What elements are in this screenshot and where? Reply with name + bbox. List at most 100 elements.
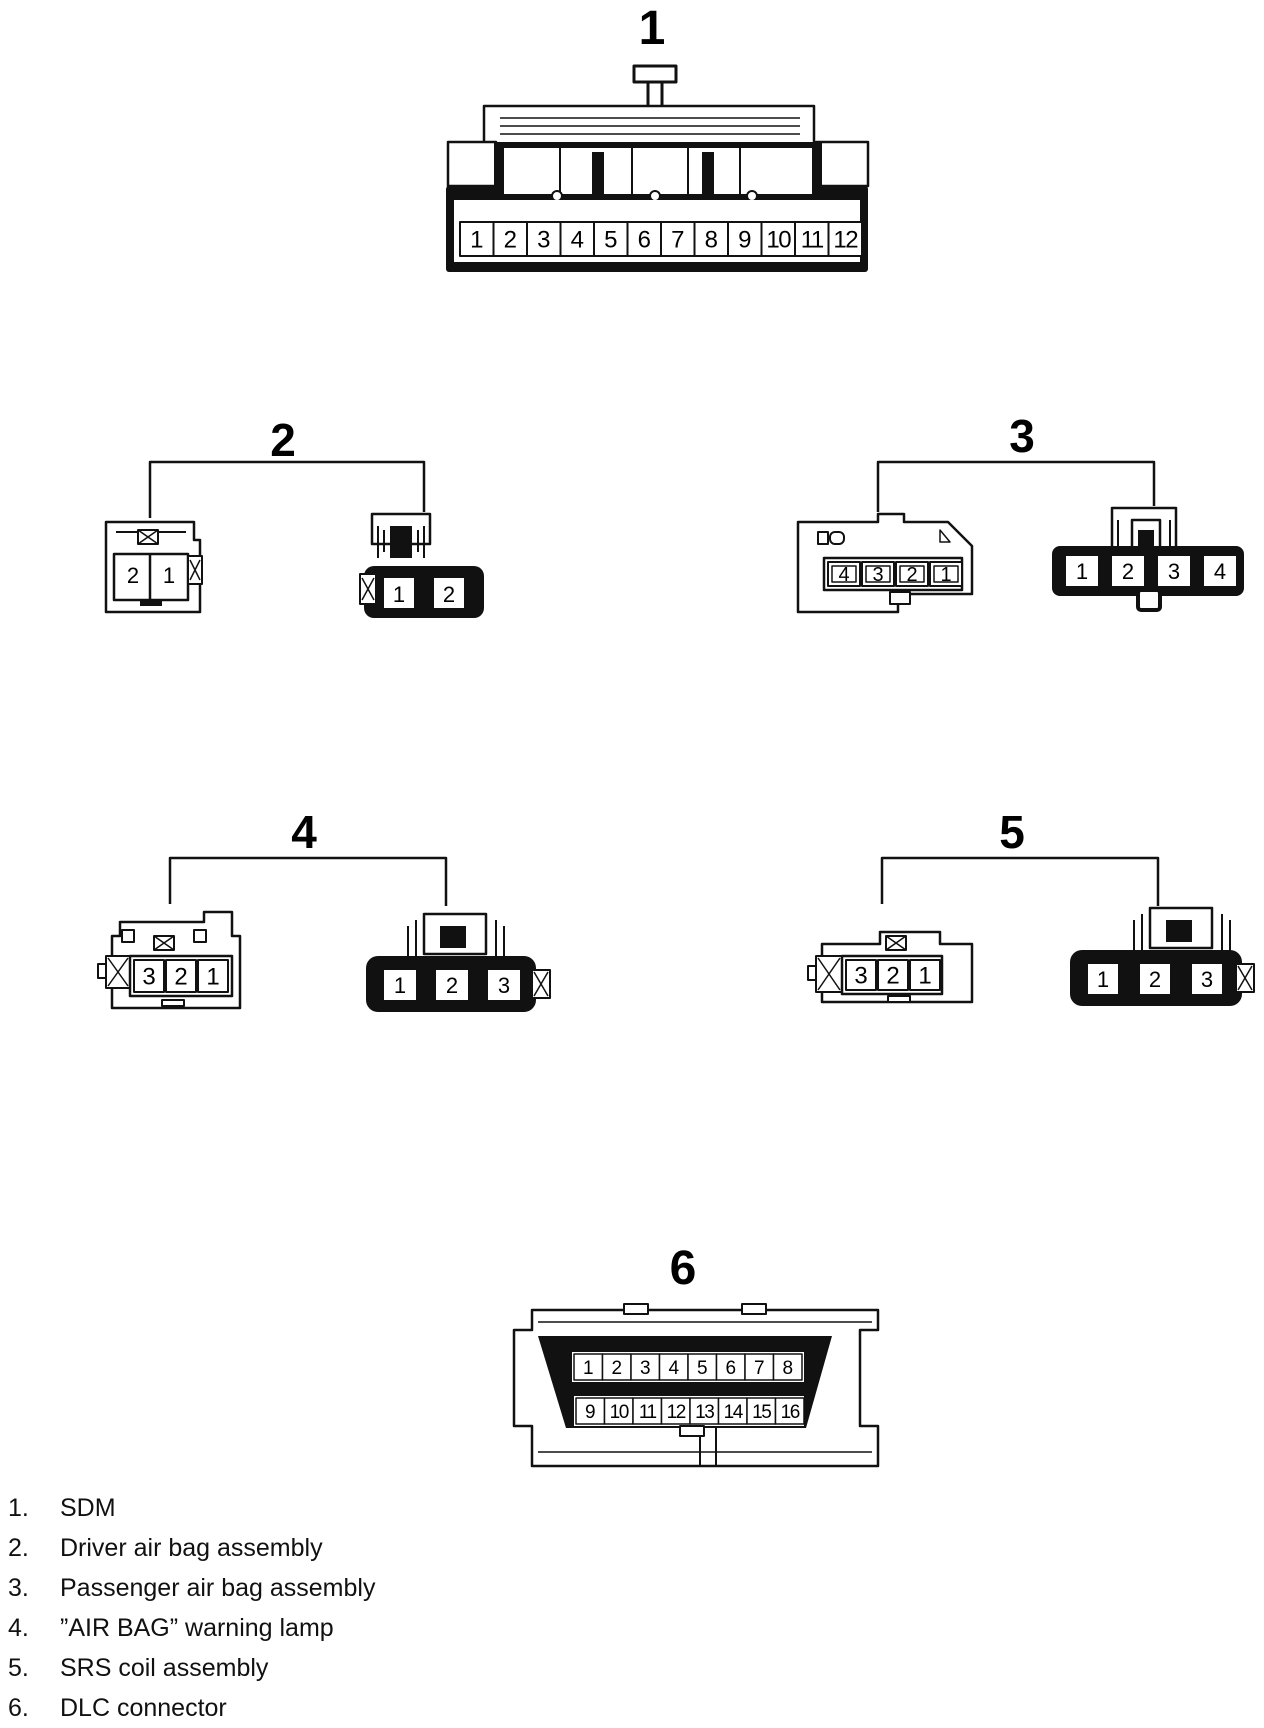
pin-cell [877,959,909,991]
pin-cell [559,221,595,257]
pin-label: 3 [854,963,867,990]
pin-label: 1 [918,963,931,990]
pin-cell [573,1353,604,1381]
inner-cavity [504,148,812,194]
pin-cell [436,970,468,1000]
pin-label: 1 [940,564,951,586]
pin-label: 2 [504,227,517,254]
pin-label: 3 [872,564,883,586]
pin-cell [760,221,796,257]
legend-number: 3. [8,1574,29,1602]
pin-cell [1112,556,1144,586]
lock-tab [632,64,678,84]
pin-label: 12 [833,227,858,254]
legend-text: SRS coil assembly [60,1654,269,1682]
legend-number: 4. [8,1614,29,1642]
legend-number: 5. [8,1654,29,1682]
c2-female-pin: 1 [163,563,175,588]
pin-cell [660,221,696,257]
connector-3-bracket [876,460,1156,512]
pin-cell [459,221,495,257]
pin-label: 10 [610,1402,629,1423]
pin-label: 3 [640,1358,651,1379]
pin-label: 2 [174,964,187,991]
pin-cell [488,970,520,1000]
pin-label: 3 [498,973,510,998]
pin-label: 4 [838,564,849,586]
pin-cell [774,1397,805,1425]
pin-label: 12 [667,1402,686,1423]
legend-text: DLC connector [60,1694,227,1722]
legend-text: Passenger air bag assembly [60,1574,376,1602]
pin-label: 5 [604,227,617,254]
connector-2-bracket [148,460,426,518]
pin-label: 1 [1097,967,1109,992]
pin-label: 7 [671,227,684,254]
pin-label: 4 [1214,559,1226,584]
pin-cell [1204,556,1236,586]
pin-label: 3 [537,227,550,254]
pin-cell [1088,964,1118,994]
c2-male-pin: 1 [393,582,405,607]
connector-4-bracket [168,856,448,906]
connector-2-male: 1 2 [359,512,484,618]
pin-label: 1 [1076,559,1088,584]
pin-cell [601,1353,632,1381]
pin-label: 3 [142,964,155,991]
pin-label: 9 [738,227,751,254]
connector-5-bracket [880,856,1160,906]
pin-cell [717,1397,748,1425]
pin-label: 14 [724,1402,744,1423]
legend-number: 2. [8,1534,29,1562]
pin-cell [827,221,863,257]
c2-male-pin: 2 [443,582,455,607]
pin-cell [133,959,165,993]
pin-label: 2 [1122,559,1134,584]
c2-female-pin: 2 [127,563,139,588]
pin-cell [772,1353,803,1381]
pin-label: 4 [571,227,584,254]
pin-cell-inner [933,565,959,583]
pin-label: 16 [781,1402,800,1423]
connector-4-male: 1 2 3 [366,912,551,1012]
pin-cell [492,221,528,257]
pin-label: 5 [697,1358,708,1379]
pin-label: 13 [695,1402,714,1423]
pin-cell [630,1353,661,1381]
pin-label: 10 [766,227,791,254]
pin-cell [165,959,197,993]
pin-cell [909,959,941,991]
pin-label: 4 [668,1358,679,1379]
pin-label: 1 [583,1358,594,1379]
pin-label: 8 [782,1358,793,1379]
pin-cell [1066,556,1098,586]
connector-3-number: 3 [1009,410,1035,462]
pin-label: 1 [394,973,406,998]
c4-male-pin-row: 1 2 3 [384,970,520,1000]
pin-cell-inner [831,565,857,583]
pin-cell [526,221,562,257]
pin-label: 2 [446,973,458,998]
pin-cell [746,1397,777,1425]
legend-text: Driver air bag assembly [60,1534,323,1562]
pin-cell [845,959,877,991]
connector-2-number: 2 [270,414,296,466]
pin-cell [197,959,229,993]
pin-cell [1158,556,1190,586]
pin-cell [687,1353,718,1381]
pin-label: 2 [886,963,899,990]
